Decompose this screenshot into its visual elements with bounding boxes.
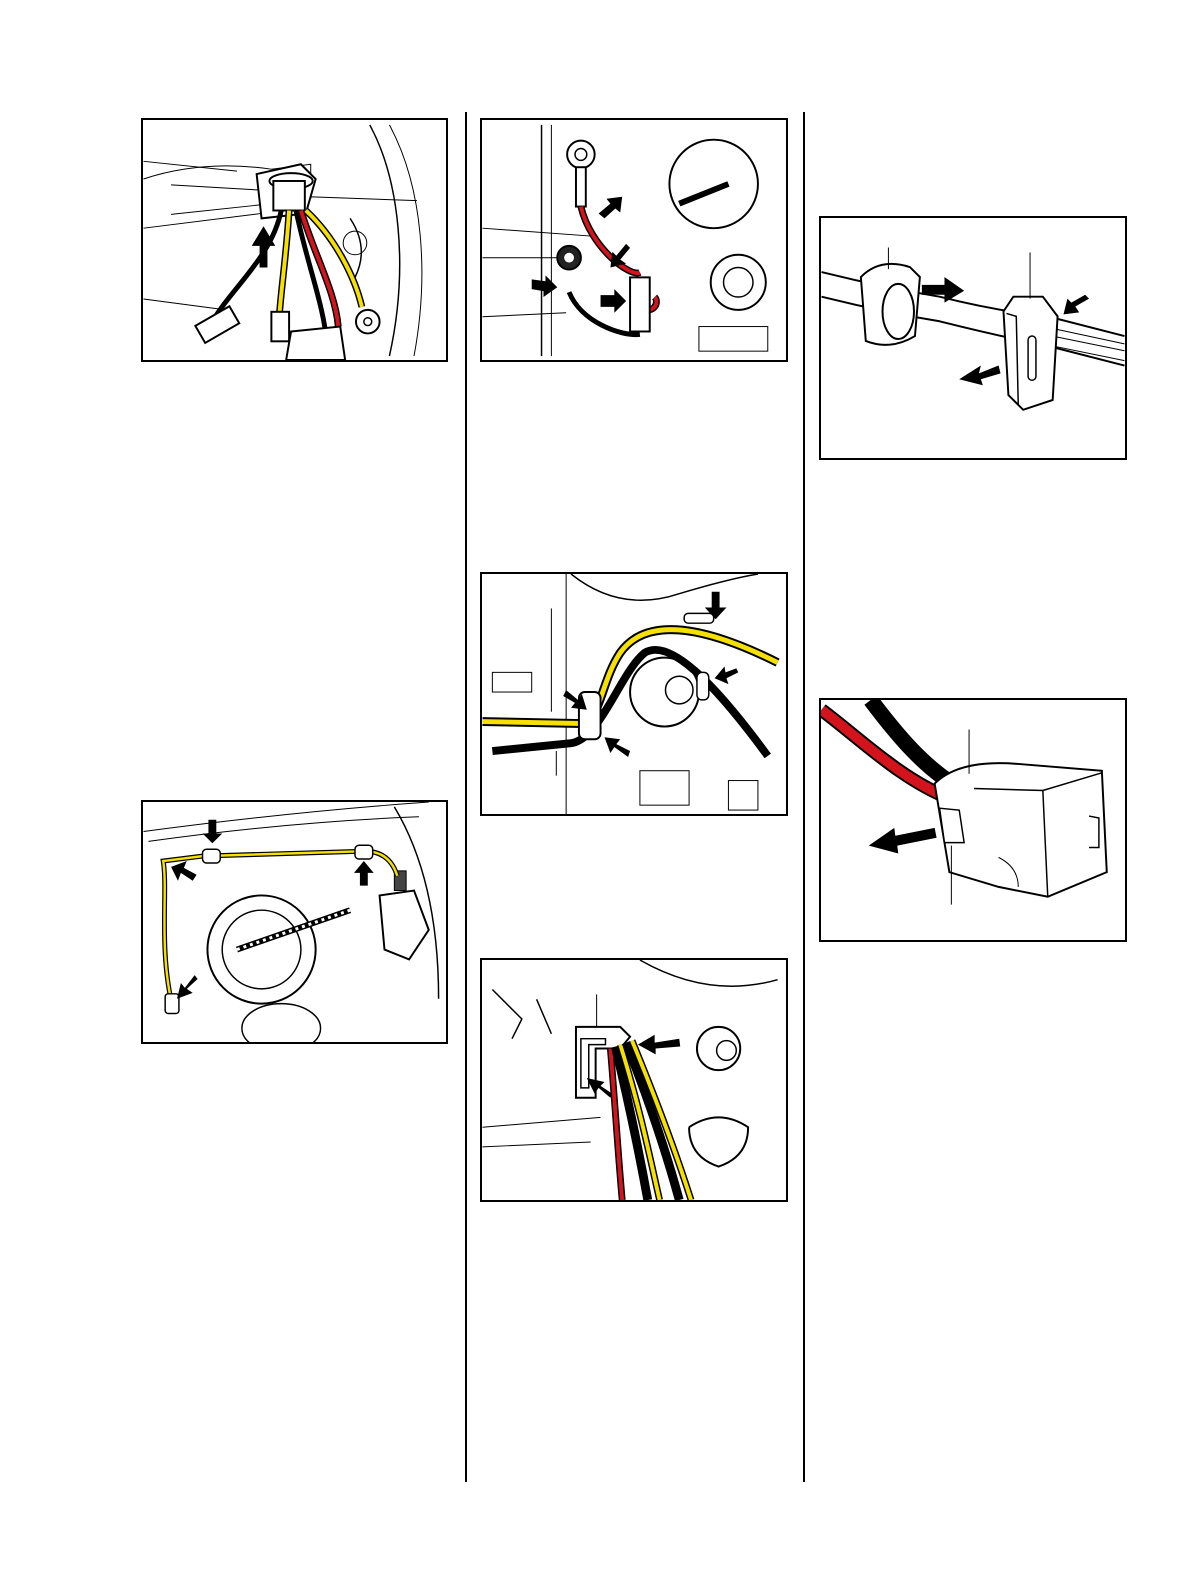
figure-yellow-wire-route [141,800,448,1044]
figure-wire-grommet [141,118,448,362]
wire-grommet-illustration [143,120,446,360]
column-divider-left [465,112,467,1482]
figure-wire-connector-housing [819,698,1127,942]
figure-grommet-removal [819,216,1127,460]
arrow-icon [604,737,630,757]
arrow-icon [715,666,739,684]
arrow-icon [171,861,197,881]
column-divider-right [803,112,805,1482]
wire-routing-illustration [482,574,786,814]
arrow-icon [177,975,198,999]
arrow-icon [959,366,1000,386]
arrow-icon [354,861,374,886]
grommet-removal-illustration [821,218,1125,458]
arrow-icon [1063,295,1089,315]
arrow-icon [532,275,558,297]
arrow-icon [601,289,627,313]
yellow-wire-illustration [143,802,446,1042]
figure-wire-routing-socket [480,572,788,816]
terminal-connection-illustration [482,120,786,360]
arrow-icon [599,197,623,219]
arrow-icon [922,277,964,303]
figure-terminal-connection [480,118,788,362]
arrow-icon [638,1035,680,1055]
figure-wire-bundle-holder [480,958,788,1202]
connector-housing-illustration [821,700,1125,940]
arrow-icon [610,244,630,268]
wire-bundle-illustration [482,960,786,1200]
arrow-icon [869,828,937,854]
